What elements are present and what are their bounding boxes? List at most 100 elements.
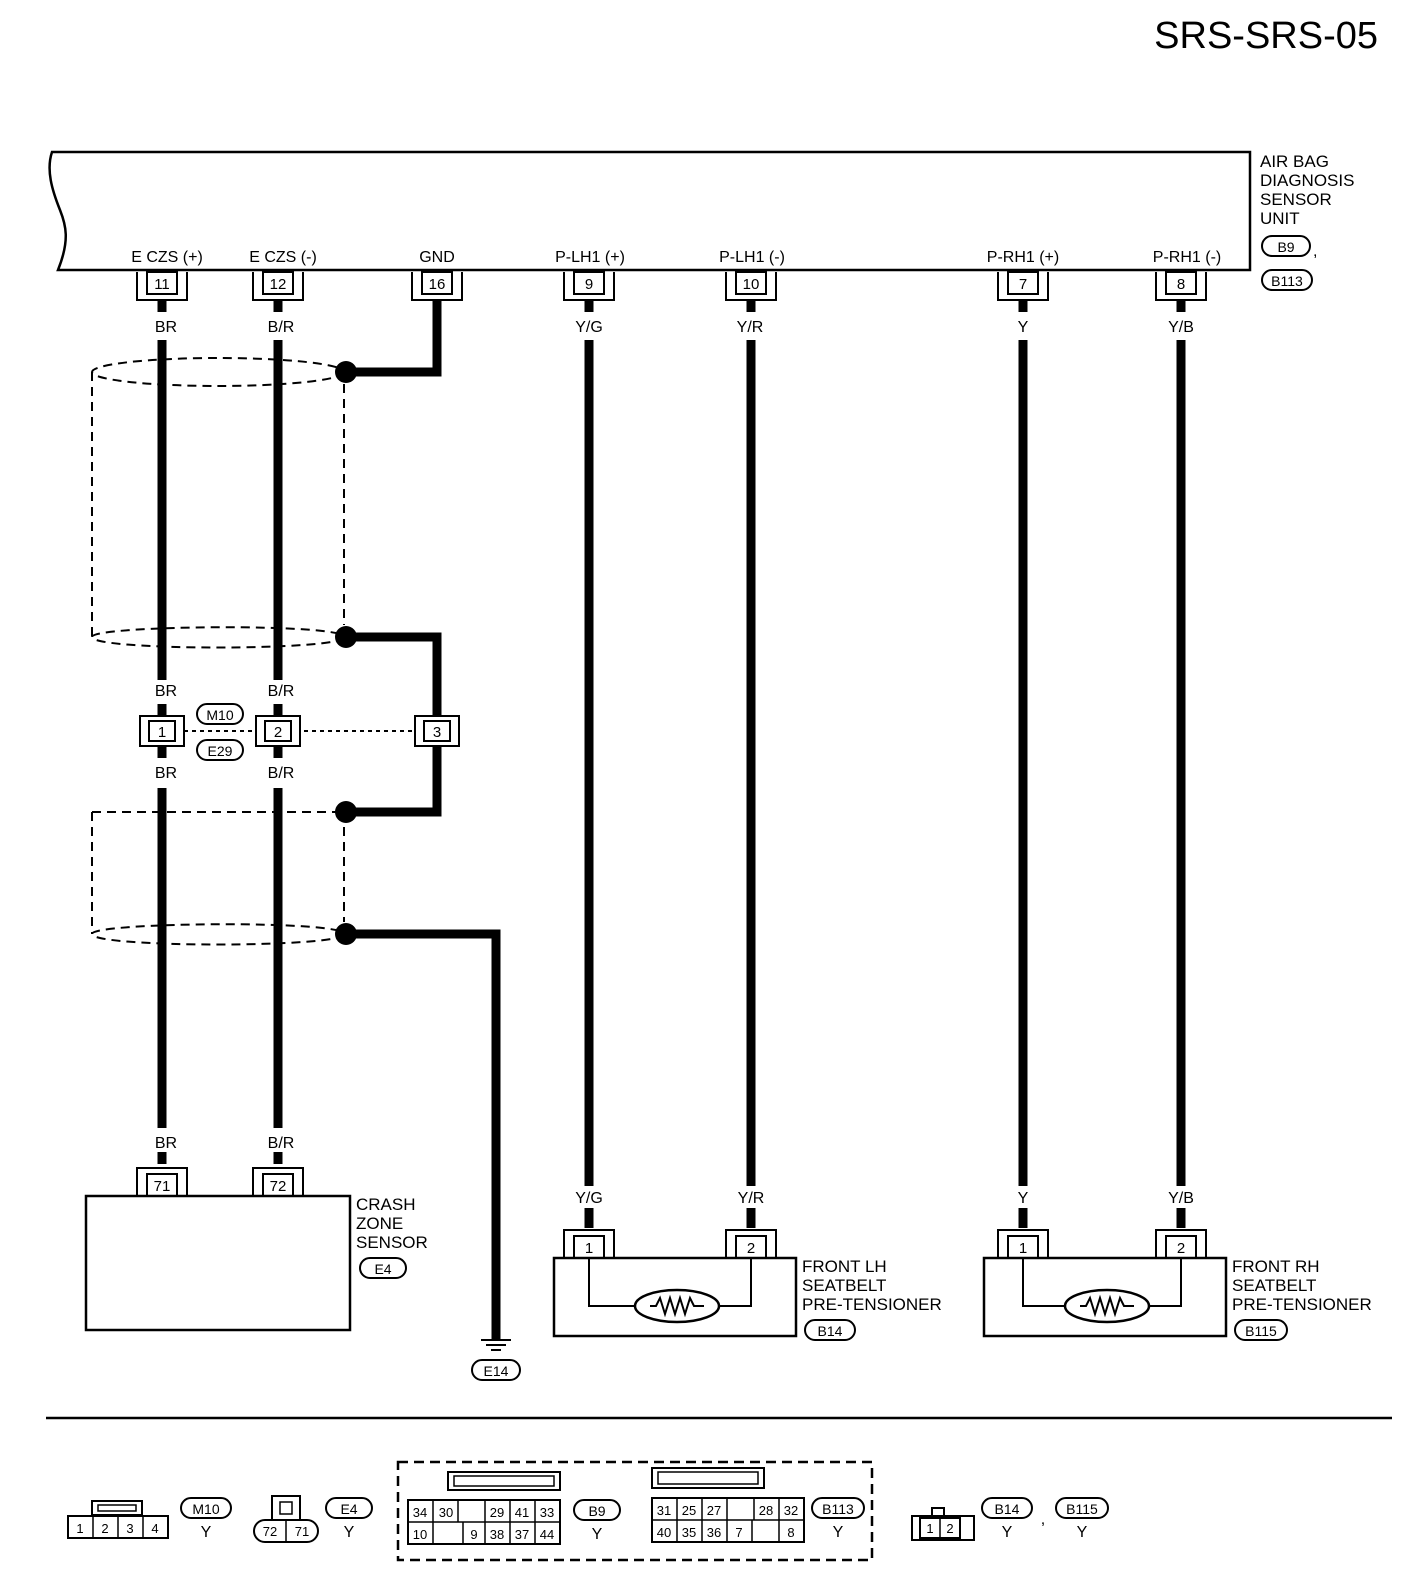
front-rh-seatbelt-pretensioner: 1 2 FRONT RH SEATBELT PRE-TENSIONER B115: [982, 1229, 1372, 1341]
key-b14-pin-2: 2: [946, 1521, 953, 1536]
shield-junction-dot-4: [335, 923, 357, 945]
key-m10-pin-3: 3: [126, 1521, 133, 1536]
ground-connector-e14-badge: E14: [484, 1363, 509, 1379]
unit-pin-7: 7: [997, 271, 1049, 301]
key-b9-r2-c5: 37: [515, 1527, 529, 1542]
unit-pin-11-number: 11: [154, 276, 170, 293]
unit-label-line-1: AIR BAG: [1260, 152, 1329, 171]
crash-zone-sensor-body: [84, 1194, 352, 1332]
wire-color-y-rh: Y: [1018, 1190, 1029, 1207]
unit-pin-16-number: 16: [429, 276, 446, 293]
joint-pin-3: 3: [414, 715, 460, 747]
wire-color-y-g-top: Y/G: [575, 319, 603, 336]
shield-upper: [91, 357, 346, 649]
wire-color-y-r-top: Y/R: [737, 319, 764, 336]
key-connector-m10: 1 2 3 4 M10 Y: [67, 1497, 232, 1541]
sensor-label-line-2: ZONE: [356, 1214, 403, 1233]
pin-label-p-rh1-plus: P-RH1 (+): [987, 249, 1059, 266]
key-b113-r1-c3: 27: [707, 1503, 721, 1518]
joint-pin-2-number: 2: [274, 724, 282, 741]
pin-label-e-czs-minus: E CZS (-): [249, 249, 317, 266]
key-b113-r1-c1: 31: [657, 1503, 671, 1518]
key-b14-b115-separator: ,: [1041, 1511, 1045, 1528]
wires: [157, 300, 1186, 1340]
key-connector-b14-b115: 1 2 B14 Y , B115 Y: [911, 1497, 1109, 1541]
lh-pin-2-number: 2: [747, 1240, 755, 1257]
key-b9-r1-c4: 29: [490, 1505, 504, 1520]
key-b113-r1-c2: 25: [682, 1503, 696, 1518]
rh-label-line-2: SEATBELT: [1232, 1276, 1316, 1295]
pin-label-gnd: GND: [419, 249, 455, 266]
unit-label-line-2: DIAGNOSIS: [1260, 171, 1354, 190]
unit-connector-b9-badge: B9: [1277, 239, 1294, 255]
lh-pin-1-number: 1: [585, 1240, 593, 1257]
wire-color-br-joint-above: BR: [155, 683, 177, 700]
key-m10-color: Y: [201, 1524, 212, 1541]
key-b9-r1-c1: 34: [413, 1505, 427, 1520]
key-e4-pin-71: 71: [295, 1524, 309, 1539]
sensor-label-line-3: SENSOR: [356, 1233, 428, 1252]
key-b14-badge: B14: [995, 1501, 1020, 1517]
key-b113-r1-c6: 32: [784, 1503, 798, 1518]
key-connector-b9: 34 30 29 41 33 10 9 38 37 44 B9 Y: [407, 1471, 621, 1545]
rh-connector-b115-badge: B115: [1245, 1323, 1277, 1339]
ground-symbol-icon: [481, 1339, 511, 1351]
shield-lower: [91, 811, 346, 946]
svg-text:,: ,: [1313, 243, 1317, 260]
wire-color-br-joint-below: BR: [155, 765, 177, 782]
key-m10-badge: M10: [192, 1501, 219, 1517]
wire-color-br-sensor: BR: [155, 1135, 177, 1152]
air-bag-diagnosis-sensor-unit: AIR BAG DIAGNOSIS SENSOR UNIT B9 , B113: [48, 150, 1354, 291]
wire-color-b-r-top: B/R: [268, 319, 295, 336]
rh-label-line-3: PRE-TENSIONER: [1232, 1295, 1372, 1314]
pin-label-p-lh1-minus: P-LH1 (-): [719, 249, 785, 266]
key-b113-color: Y: [833, 1524, 844, 1541]
key-m10-pin-1: 1: [76, 1521, 83, 1536]
joint-connector-m10-badge: M10: [206, 707, 233, 723]
key-b113-r2-c2: 35: [682, 1525, 696, 1540]
joint-connector-e29-badge: E29: [208, 743, 233, 759]
sensor-pin-72-number: 72: [270, 1178, 287, 1195]
key-b14-pin-1: 1: [926, 1521, 933, 1536]
key-b9-color: Y: [592, 1526, 603, 1543]
key-b9-badge: B9: [588, 1503, 605, 1519]
pin-label-p-rh1-minus: P-RH1 (-): [1153, 249, 1221, 266]
key-m10-pin-4: 4: [151, 1521, 158, 1536]
front-lh-seatbelt-pretensioner: 1 2 FRONT LH SEATBELT PRE-TENSIONER B14: [552, 1229, 942, 1341]
unit-pin-10: 10: [725, 271, 777, 301]
joint-pin-3-number: 3: [433, 724, 441, 741]
crash-zone-sensor: 71 72 CRASH ZONE SENSOR E4: [84, 1167, 428, 1332]
sensor-label-line-1: CRASH: [356, 1195, 416, 1214]
shield-junction-dot-1: [335, 361, 357, 383]
unit-pin-12-number: 12: [270, 276, 287, 293]
unit-label-line-3: SENSOR: [1260, 190, 1332, 209]
key-e4-badge: E4: [340, 1501, 357, 1517]
key-b113-r1-c5: 28: [759, 1503, 773, 1518]
key-connector-b113: 31 25 27 28 32 40 35 36 7 8 B113 Y: [651, 1467, 865, 1543]
page-title: SRS-SRS-05: [1154, 15, 1378, 57]
wire-color-b-r-joint-below: B/R: [268, 765, 295, 782]
joint-pin-1: 1: [139, 715, 185, 747]
unit-pin-8: 8: [1155, 271, 1207, 301]
key-b113-r2-c3: 36: [707, 1525, 721, 1540]
key-b113-r2-c1: 40: [657, 1525, 671, 1540]
joint-pin-2: 2: [255, 715, 301, 747]
unit-pin-16: 16: [411, 271, 463, 301]
lh-label-line-3: PRE-TENSIONER: [802, 1295, 942, 1314]
key-e4-pin-72: 72: [263, 1524, 277, 1539]
key-b113-badge: B113: [822, 1501, 854, 1517]
wire-color-b-r-joint-above: B/R: [268, 683, 295, 700]
key-b9-r2-c3: 9: [470, 1527, 477, 1542]
rh-pin-1-number: 1: [1019, 1240, 1027, 1257]
key-dashed-group: [396, 1460, 874, 1562]
unit-label-line-4: UNIT: [1260, 209, 1300, 228]
wire-color-y-g-lh: Y/G: [575, 1190, 603, 1207]
key-connector-e4: 72 71 E4 Y: [253, 1495, 373, 1543]
wire-color-y-top: Y: [1018, 319, 1029, 336]
key-b14-color: Y: [1002, 1524, 1013, 1541]
sensor-connector-e4-badge: E4: [374, 1261, 391, 1277]
unit-pin-9-number: 9: [585, 276, 593, 293]
pin-label-p-lh1-plus: P-LH1 (+): [555, 249, 625, 266]
key-b9-r1-c5: 41: [515, 1505, 529, 1520]
